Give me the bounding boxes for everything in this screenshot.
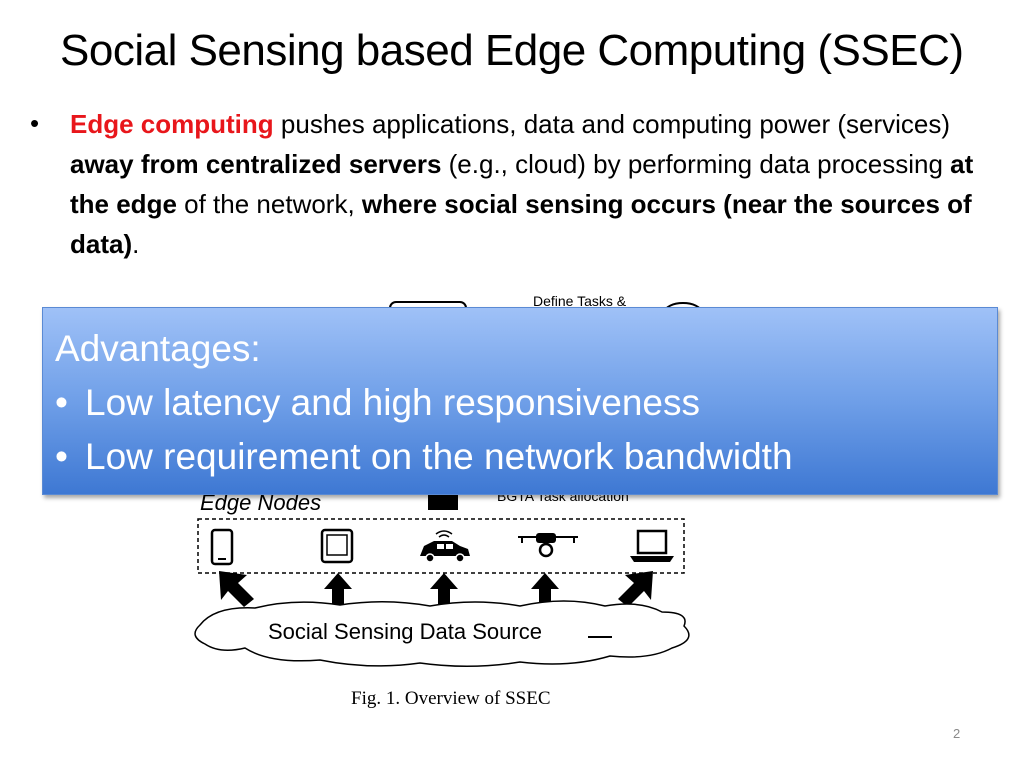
data-source-label: Social Sensing Data Source bbox=[268, 619, 542, 644]
slide-title: Social Sensing based Edge Computing (SSE… bbox=[60, 26, 964, 75]
laptop-icon bbox=[630, 529, 674, 562]
car-icon bbox=[420, 530, 470, 563]
arrow-up bbox=[531, 573, 559, 605]
tablet-icon bbox=[320, 528, 354, 564]
bullet-text: Edge computing pushes applications, data… bbox=[70, 104, 990, 264]
text-part: pushes applications, data and computing … bbox=[273, 109, 951, 139]
data-source-cloud bbox=[194, 600, 690, 668]
advantages-heading: Advantages: bbox=[55, 328, 261, 369]
figure-caption: Fig. 1. Overview of SSEC bbox=[351, 688, 551, 709]
advantage-item: • Low requirement on the network bandwidt… bbox=[55, 436, 793, 478]
smartphone-icon bbox=[210, 528, 234, 566]
advantage-text: Low latency and high responsiveness bbox=[85, 382, 700, 423]
bullet-symbol: • bbox=[30, 108, 40, 138]
connector-block bbox=[428, 494, 458, 510]
upload-arrows bbox=[219, 571, 653, 607]
bold-phrase: where social sensing occurs (near the so… bbox=[70, 189, 972, 259]
advantage-text: Low requirement on the network bandwidth bbox=[85, 436, 793, 477]
term-edge-computing: Edge computing bbox=[70, 109, 274, 139]
bold-phrase: at the edge bbox=[70, 149, 974, 219]
arrow-diagonal-right bbox=[618, 571, 653, 607]
bullet-symbol: • bbox=[55, 382, 68, 423]
drone-icon bbox=[518, 533, 578, 558]
bold-phrase: away from centralized servers bbox=[70, 149, 442, 179]
arrow-up bbox=[430, 573, 458, 605]
arrow-up bbox=[324, 573, 352, 605]
text-part: . bbox=[132, 229, 140, 259]
arrow-diagonal-left bbox=[219, 571, 254, 607]
text-part: of the network, bbox=[176, 189, 362, 219]
advantages-callout: Advantages: • Low latency and high respon… bbox=[42, 307, 998, 495]
define-tasks-label: Define Tasks & bbox=[533, 293, 627, 309]
text-part: (e.g., cloud) by performing data process… bbox=[441, 149, 951, 179]
edge-nodes-frame bbox=[197, 518, 685, 574]
advantage-item: • Low latency and high responsiveness bbox=[55, 382, 700, 424]
bullet-symbol: • bbox=[55, 436, 68, 477]
page-number: 2 bbox=[953, 726, 961, 741]
